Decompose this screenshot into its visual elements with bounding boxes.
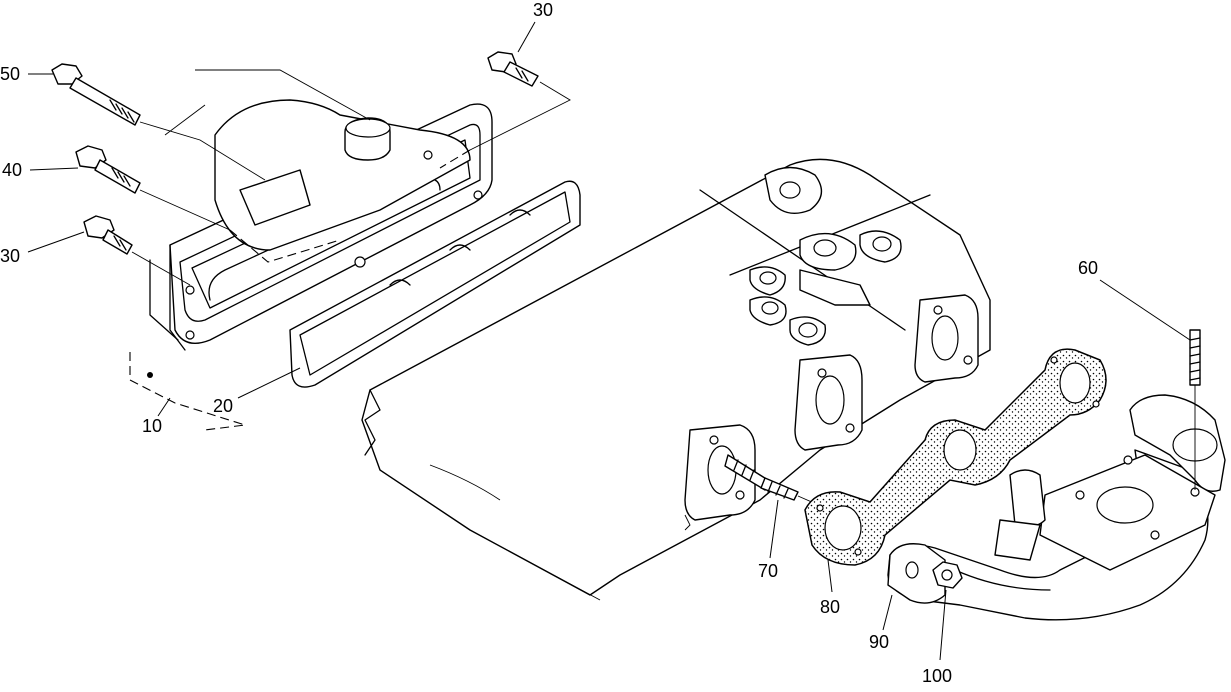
callout-60: 60 (1078, 258, 1098, 278)
callout-40: 40 (2, 160, 22, 180)
callout-100: 100 (922, 666, 952, 686)
stud-60 (1189, 329, 1201, 490)
bolt-30-left (83, 215, 133, 255)
callout-10: 10 (142, 416, 162, 436)
callout-80: 80 (820, 597, 840, 617)
stud-70 (724, 454, 799, 501)
exhaust-gasket (804, 348, 1107, 566)
callout-30-top: 30 (533, 0, 553, 20)
callout-50: 50 (0, 64, 20, 84)
bolt-50 (51, 63, 141, 126)
callout-20: 20 (213, 396, 233, 416)
bolt-40 (75, 145, 141, 194)
nut-100 (932, 561, 963, 589)
gasket (289, 180, 581, 388)
leader-lines (27, 21, 1191, 661)
callout-90: 90 (869, 632, 889, 652)
callout-30-left: 30 (0, 246, 20, 266)
valve-cover (129, 99, 493, 431)
exhaust-manifold (887, 394, 1226, 621)
cylinder-head (361, 158, 991, 601)
callout-70: 70 (758, 561, 778, 581)
bolt-30-top (487, 51, 539, 87)
